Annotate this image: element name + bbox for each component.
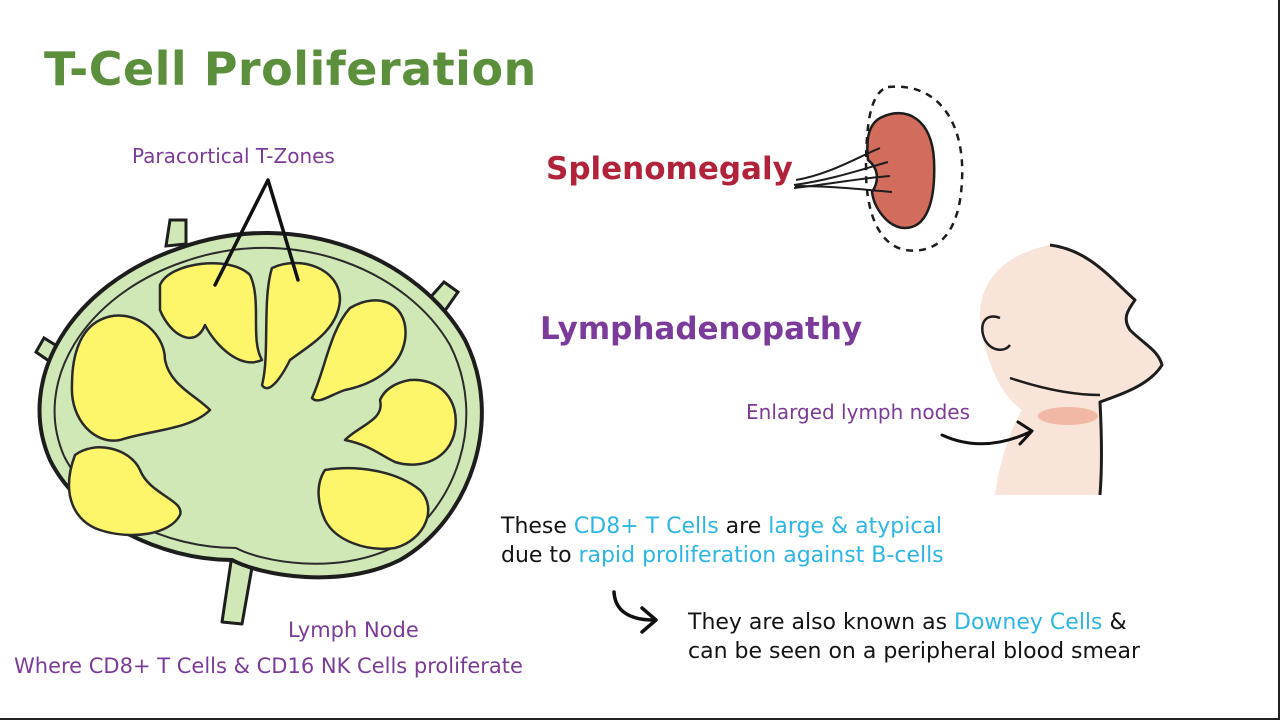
lymph-node-label: Lymph Node	[288, 618, 419, 642]
note-text: These	[501, 514, 574, 539]
downey-line-2: can be seen on a peripheral blood smear	[688, 639, 1140, 664]
lymph-node-illustration	[34, 178, 484, 626]
note-line-2: due to rapid proliferation against B-cel…	[501, 545, 944, 567]
note-highlight: large & atypical	[768, 514, 943, 539]
spleen-organ	[866, 111, 936, 230]
spleen-illustration	[793, 85, 964, 252]
frame-border-bottom	[0, 718, 1280, 720]
note-text: due to	[501, 543, 579, 568]
note-line-1: These CD8+ T Cells are large & atypical	[501, 516, 942, 538]
t-zone-follicle	[70, 314, 212, 442]
t-zone-follicle	[67, 446, 182, 537]
frame-border-right	[1278, 0, 1280, 720]
t-zone-follicle	[260, 261, 342, 390]
t-zone-follicle	[158, 262, 264, 364]
enlarged-lymph-node-mark	[1038, 407, 1098, 425]
note-highlight: rapid proliferation against B-cells	[578, 543, 944, 568]
note-text: are	[718, 514, 769, 539]
arrow-icon	[612, 590, 658, 634]
note-text: They are also known as	[688, 610, 955, 635]
page-title: T-Cell Proliferation	[44, 42, 537, 96]
note-highlight: CD8+ T Cells	[573, 514, 719, 539]
lymph-node-caption: Where CD8+ T Cells & CD16 NK Cells proli…	[14, 654, 523, 678]
t-zone-follicle	[343, 378, 458, 466]
head-profile	[979, 245, 1160, 495]
note-text: &	[1102, 610, 1127, 635]
t-zone-follicle	[310, 299, 407, 402]
note-highlight: Downey Cells	[954, 610, 1103, 635]
enlarged-nodes-callout: Enlarged lymph nodes	[746, 400, 970, 424]
t-zone-follicle	[317, 466, 430, 550]
downey-line-1: They are also known as Downey Cells &	[688, 612, 1127, 634]
lymphadenopathy-label: Lymphadenopathy	[540, 311, 863, 347]
neck-illustration	[940, 243, 1164, 496]
splenomegaly-label: Splenomegaly	[546, 151, 793, 187]
paracortical-zones-label: Paracortical T-Zones	[132, 144, 335, 168]
